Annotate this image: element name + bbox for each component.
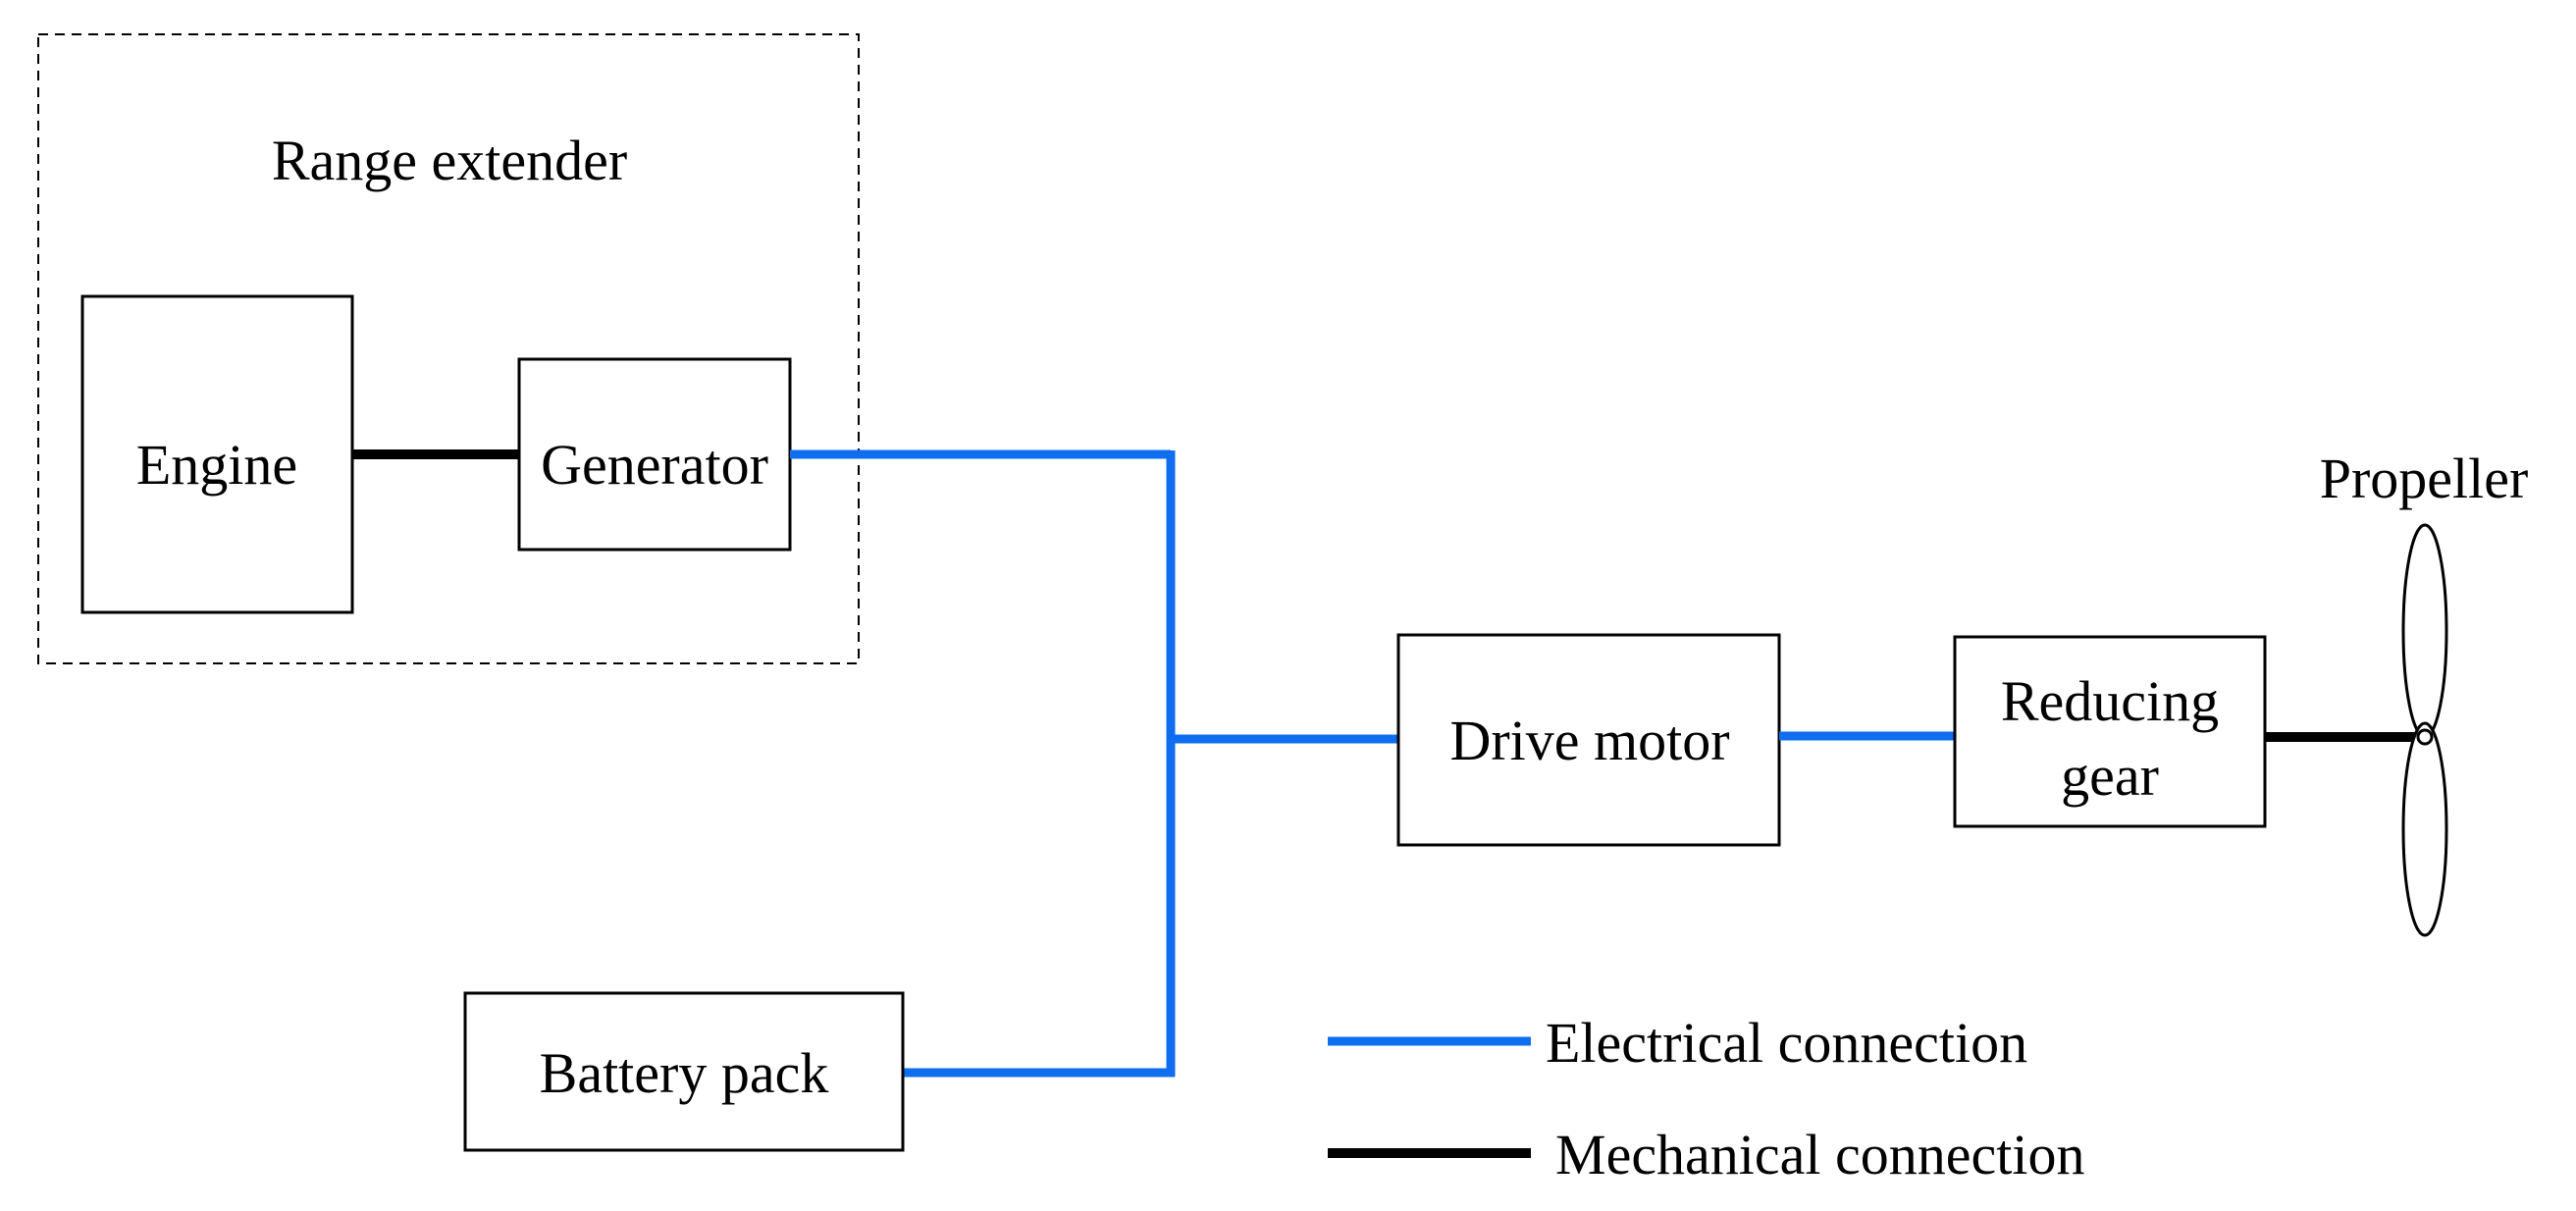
range-extender-group bbox=[37, 33, 860, 664]
reducing-gear-box bbox=[1953, 635, 2267, 828]
battery-pack-label: Battery pack bbox=[540, 1041, 829, 1105]
reducing-gear-label-line1: Reducing bbox=[2001, 669, 2219, 733]
engine-label: Engine bbox=[136, 433, 297, 497]
drive-motor-box bbox=[1396, 633, 1781, 847]
propeller-lower-blade bbox=[2401, 721, 2448, 937]
battery-pack-box bbox=[463, 991, 905, 1152]
legend-mechanical-label: Mechanical connection bbox=[1555, 1123, 2084, 1186]
propeller-label: Propeller bbox=[2320, 447, 2529, 510]
reducing-gear-label-line2: gear bbox=[2061, 744, 2159, 808]
propeller-hub bbox=[2416, 728, 2434, 746]
propeller-upper-blade bbox=[2401, 523, 2448, 739]
engine-box bbox=[80, 294, 354, 614]
generator-box bbox=[517, 357, 792, 552]
legend: Electrical connection Mechanical connect… bbox=[1328, 1011, 2084, 1186]
legend-electrical-label: Electrical connection bbox=[1546, 1011, 2027, 1075]
range-extender-label: Range extender bbox=[272, 129, 627, 192]
generator-label: Generator bbox=[541, 433, 768, 497]
propeller-icon bbox=[2401, 523, 2448, 937]
drive-motor-label: Drive motor bbox=[1449, 709, 1729, 772]
